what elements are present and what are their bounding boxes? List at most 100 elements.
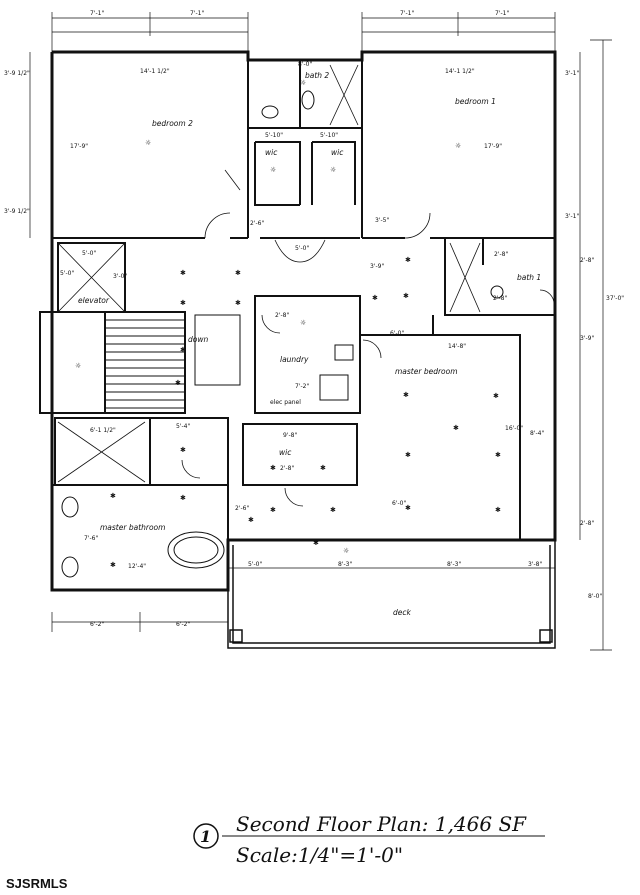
room-label-master-bathroom: master bathroom (100, 523, 165, 532)
door-swings (181, 169, 555, 507)
svg-text:✱: ✱ (313, 539, 319, 547)
dim-mbath-d: 7'-6" (84, 535, 98, 542)
shower-x (57, 64, 481, 483)
svg-text:✱: ✱ (110, 492, 116, 500)
svg-text:☼: ☼ (330, 166, 336, 174)
plumbing-fixtures (61, 90, 504, 578)
dim-bath1-w2: 2'-8" (493, 295, 507, 302)
dim-laundry-d: 7'-2" (295, 383, 309, 390)
dim-elev-w: 5'-0" (82, 250, 96, 257)
dim-elev-side: 3'-0" (113, 273, 127, 280)
dim-mid-j: 6'-0" (390, 330, 404, 337)
dim-right-top: 3'-1" (565, 70, 579, 77)
dim-stair-w: 5'-4" (176, 423, 190, 430)
dim-mid-i: 2'-6" (235, 505, 249, 512)
room-label-wic-b: wic (331, 148, 344, 157)
svg-text:✱: ✱ (235, 269, 241, 277)
svg-text:☼: ☼ (343, 547, 349, 555)
svg-text:✱: ✱ (110, 561, 116, 569)
room-label-wic-a: wic (265, 148, 278, 157)
dim-mid-c: 2'-8" (580, 257, 594, 264)
svg-text:✱: ✱ (330, 506, 336, 514)
dim-top-right-2: 7'-1" (495, 10, 509, 17)
dim-bath2-w: 8'-0" (298, 61, 312, 68)
svg-text:☼: ☼ (455, 142, 461, 150)
dim-master-d: 16'-0" (505, 425, 523, 432)
dim-wic-c-d: 2'-8" (280, 465, 294, 472)
dim-mid-f: 3'-9" (370, 263, 384, 270)
dim-hall-w: 5'-0" (295, 245, 309, 252)
plan-title: Second Floor Plan: 1,466 SF (236, 812, 527, 836)
dim-shower-w: 6'-1 1/2" (90, 427, 116, 434)
dim-left-mid: 3'-9 1/2" (4, 208, 30, 215)
svg-text:☼: ☼ (75, 362, 81, 370)
light-fixtures: ☼ ☼ ☼ ☼ ☼ ☼ ☼ ☼ ✱ (75, 79, 461, 555)
scale-value: 1/4"=1'-0" (298, 843, 403, 867)
svg-text:☼: ☼ (270, 166, 276, 174)
room-label-bath2: bath 2 (305, 71, 329, 80)
dim-wic-a-w: 5'-10" (265, 132, 283, 139)
title-block: 1 Second Floor Plan: 1,466 SF Scale: 1/4… (193, 812, 545, 867)
svg-text:✱: ✱ (320, 464, 326, 472)
dim-bed1-width: 14'-1 1/2" (445, 68, 475, 75)
dim-deck-3: 8'-3" (447, 561, 461, 568)
room-label-deck: deck (393, 608, 411, 617)
svg-text:✱: ✱ (180, 269, 186, 277)
stair-treads (105, 319, 185, 409)
svg-text:☼: ☼ (300, 79, 306, 87)
dim-bed2-width: 14'-1 1/2" (140, 68, 170, 75)
dim-mid-g: 2'-6" (250, 220, 264, 227)
svg-text:☼: ☼ (145, 139, 151, 147)
svg-text:✱: ✱ (180, 299, 186, 307)
svg-text:✱: ✱ (180, 494, 186, 502)
dim-right-mid: 3'-1" (565, 213, 579, 220)
svg-text:✱: ✱ (405, 504, 411, 512)
svg-text:✱: ✱ (248, 516, 254, 524)
dim-bed1-depth: 17'-9" (484, 143, 502, 150)
dim-mid-b: 8'-4" (530, 430, 544, 437)
dim-mid-a: 6'-0" (392, 500, 406, 507)
svg-text:✱: ✱ (270, 464, 276, 472)
room-label-master-bedroom: master bedroom (395, 367, 458, 376)
dim-mid-d: 3'-9" (580, 335, 594, 342)
room-label-elec-panel: elec panel (270, 399, 301, 406)
scale-prefix: Scale: (236, 843, 298, 867)
dim-deck-d: 8'-0" (588, 593, 602, 600)
dim-top-left-2: 7'-1" (190, 10, 204, 17)
dim-bath1-w: 2'-8" (494, 251, 508, 258)
watermark: SJSRMLS (6, 876, 68, 891)
svg-text:✱: ✱ (180, 446, 186, 454)
svg-text:✱: ✱ (180, 346, 186, 354)
svg-text:✱: ✱ (270, 506, 276, 514)
dim-elev-d: 5'-0" (60, 270, 74, 277)
svg-text:☼: ☼ (300, 319, 306, 327)
dim-bed2-depth: 17'-9" (70, 143, 88, 150)
title-number: 1 (200, 827, 211, 846)
dim-top-left-1: 7'-1" (90, 10, 104, 17)
dim-laundry-w: 2'-8" (275, 312, 289, 319)
dim-left-top: 3'-9 1/2" (4, 70, 30, 77)
room-label-down: down (188, 335, 208, 344)
dim-bottom-2: 6'-2" (176, 621, 190, 628)
svg-text:✱: ✱ (493, 392, 499, 400)
dim-wic-b-w: 5'-10" (320, 132, 338, 139)
dim-top-right-1: 7'-1" (400, 10, 414, 17)
dim-deck-4: 3'-8" (528, 561, 542, 568)
dim-mid-h: 3'-5" (375, 217, 389, 224)
dim-deck-2: 8'-3" (338, 561, 352, 568)
svg-text:✱: ✱ (453, 424, 459, 432)
svg-text:✱: ✱ (372, 294, 378, 302)
dim-master-w: 14'-8" (448, 343, 466, 350)
dim-mbath-w: 12'-4" (128, 563, 146, 570)
dim-bottom-1: 6'-2" (90, 621, 104, 628)
room-label-bath1: bath 1 (517, 273, 541, 282)
svg-text:✱: ✱ (403, 292, 409, 300)
room-label-wic-c: wic (279, 448, 292, 457)
dim-deck-1: 5'-0" (248, 561, 262, 568)
interior-walls (39, 60, 555, 540)
recessed-lights: ✱✱ ✱✱ ✱✱ ✱✱ ✱✱ ✱✱ ✱✱ ✱✱ ✱✱ ✱✱ ✱✱ ✱✱ ✱ (110, 256, 501, 569)
svg-text:✱: ✱ (175, 379, 181, 387)
dimension-lines (29, 12, 612, 651)
svg-text:✱: ✱ (405, 451, 411, 459)
